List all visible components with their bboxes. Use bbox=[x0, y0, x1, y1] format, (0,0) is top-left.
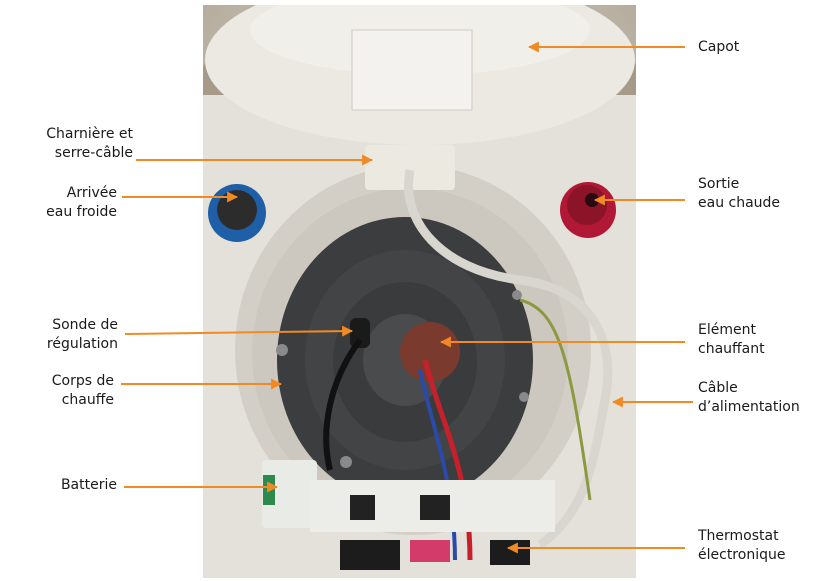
label-line: régulation bbox=[46, 336, 118, 352]
label-line: Corps de bbox=[51, 373, 114, 389]
label-line: chauffant bbox=[698, 341, 765, 357]
label-line: Sortie bbox=[698, 176, 740, 192]
label-line: Capot bbox=[698, 39, 740, 55]
label-line: Batterie bbox=[60, 477, 117, 493]
connector-black bbox=[490, 540, 530, 565]
label-line: chauffe bbox=[61, 392, 114, 408]
earth-wire bbox=[519, 298, 592, 501]
connector-pink bbox=[410, 540, 450, 562]
label-line: Charnière et bbox=[46, 126, 133, 142]
battery-green bbox=[263, 475, 275, 505]
blue-wire bbox=[418, 369, 457, 561]
arrows bbox=[121, 41, 693, 554]
bolt bbox=[519, 392, 529, 402]
thermostat-chip bbox=[350, 495, 375, 520]
bolt bbox=[512, 290, 522, 300]
label-line: eau chaude bbox=[698, 195, 781, 211]
label-line: Elément bbox=[698, 322, 756, 338]
label-capot: Capot bbox=[698, 38, 739, 57]
label-cable: Câble d’alimentation bbox=[698, 379, 800, 417]
bolt bbox=[276, 344, 288, 356]
battery-pack bbox=[262, 460, 317, 528]
label-line: Sonde de bbox=[52, 317, 118, 333]
label-line: Thermostat bbox=[698, 528, 779, 544]
cover-clip bbox=[351, 29, 473, 111]
heater-photo bbox=[203, 5, 636, 578]
connector-black bbox=[340, 540, 400, 570]
hot-pipe bbox=[567, 185, 607, 225]
thermostat-chip bbox=[420, 495, 450, 520]
label-thermostat: Thermostat électronique bbox=[698, 527, 785, 565]
bolt bbox=[340, 456, 352, 468]
label-line: d’alimentation bbox=[698, 399, 800, 415]
label-line: eau froide bbox=[46, 204, 117, 220]
label-element: Elément chauffant bbox=[698, 321, 765, 359]
label-arrivee: Arrivée eau froide bbox=[46, 184, 117, 222]
label-line: électronique bbox=[698, 547, 786, 563]
label-charniere: Charnière et serre-câble bbox=[46, 125, 133, 163]
sensor-probe bbox=[350, 318, 370, 348]
arrow-sonde bbox=[124, 325, 354, 337]
label-batterie: Batterie bbox=[61, 476, 117, 495]
label-line: serre-câble bbox=[54, 145, 133, 161]
label-line: Arrivée bbox=[66, 185, 117, 201]
label-line: Câble bbox=[698, 380, 738, 396]
label-sortie: Sortie eau chaude bbox=[698, 175, 780, 213]
black-wire bbox=[323, 338, 363, 471]
cold-pipe bbox=[217, 190, 257, 230]
label-corps: Corps de chauffe bbox=[52, 372, 114, 410]
hinge-block bbox=[365, 145, 455, 190]
label-sonde: Sonde de régulation bbox=[47, 316, 118, 354]
